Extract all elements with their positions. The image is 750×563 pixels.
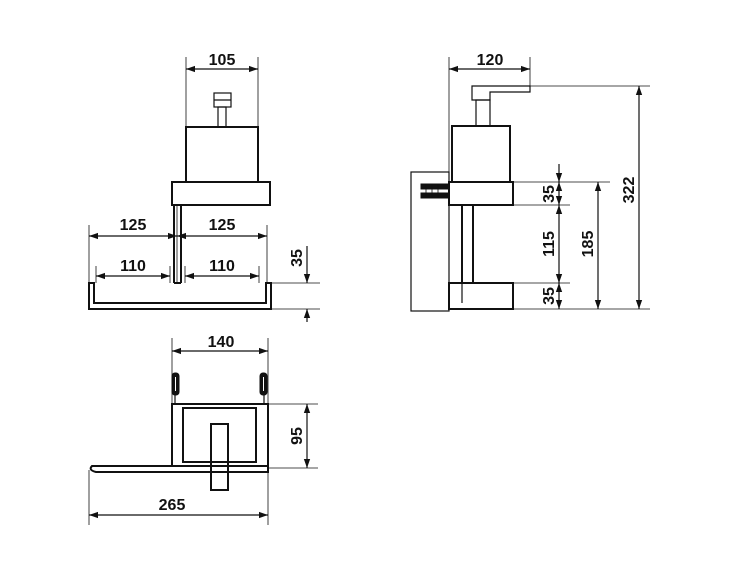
plan-pump-lever: [210, 423, 229, 491]
dim-front-shelf-height: 35: [289, 249, 306, 267]
dim-front-right-width: 125: [209, 217, 236, 234]
dim-side-mid-height: 115: [541, 231, 558, 257]
front-holder-ring: [171, 181, 271, 206]
dim-front-left-inner: 110: [120, 258, 146, 275]
plan-view: 140 95 265: [88, 334, 318, 525]
dim-side-total-322: 322: [621, 177, 638, 204]
side-pump-lever: [471, 85, 531, 101]
dim-side-top-height: 35: [541, 185, 558, 203]
dim-front-right-inner: 110: [209, 258, 235, 275]
dim-plan-total: 265: [159, 497, 186, 514]
front-pump-stem: [217, 106, 227, 128]
dim-side-total-185: 185: [580, 231, 597, 258]
dim-front-top-width: 105: [209, 52, 236, 69]
plan-shelf: [89, 465, 269, 473]
side-wall-hatch: [410, 171, 450, 312]
dim-side-top-width: 120: [477, 52, 504, 69]
front-view: 105 125 125 110 110 35: [88, 52, 320, 322]
dim-plan-depth: 95: [289, 427, 306, 445]
front-shelf: [88, 282, 272, 310]
dim-side-bottom-height: 35: [541, 287, 558, 305]
side-pump-stem: [475, 99, 491, 127]
plan-holder-frame: [171, 403, 269, 467]
front-bottle: [185, 126, 259, 183]
dim-front-left-width: 125: [120, 217, 147, 234]
side-bottle: [451, 125, 511, 183]
side-view: 120 35 115 35 185 322: [410, 52, 650, 312]
plan-bottle: [182, 407, 257, 463]
side-holder-top: [448, 181, 514, 206]
dim-plan-width: 140: [208, 334, 235, 351]
side-holder-bottom: [448, 282, 514, 310]
